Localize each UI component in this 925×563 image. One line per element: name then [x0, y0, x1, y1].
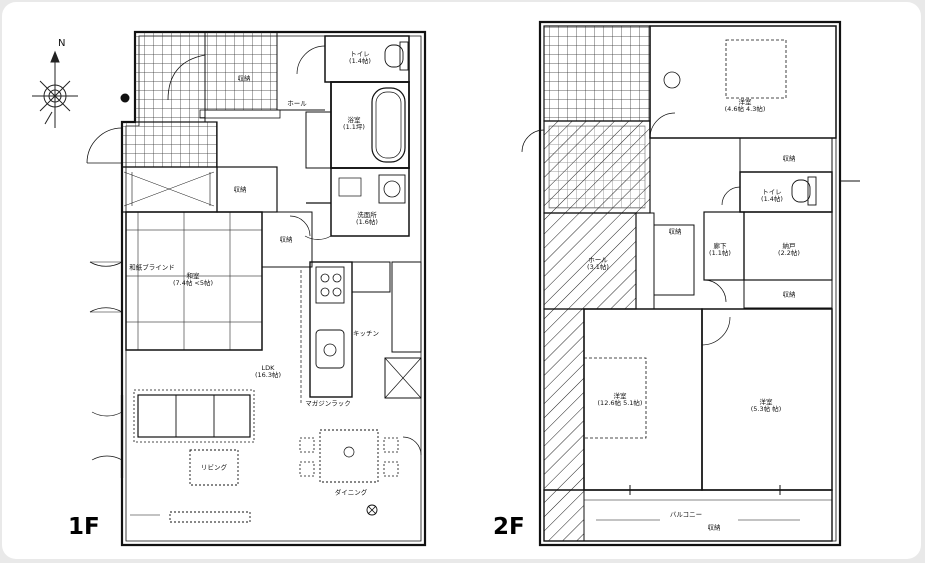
- room-label-closet2-1f: 収納: [279, 235, 293, 244]
- room-label-western3: 洋室(5.3帖 帖): [750, 398, 782, 413]
- floor-label-1f: 1F: [68, 514, 100, 540]
- room-label-washroom: 洗面所(1.6帖): [356, 211, 378, 226]
- room-label-blind: 和紙ブラインド: [129, 263, 175, 272]
- room-label-storage-room: 納戸(2.2帖): [778, 242, 800, 257]
- room-label-dining: ダイニング: [334, 488, 368, 497]
- first-floor-plan: [32, 30, 427, 547]
- room-label-kitchen: キッチン: [353, 329, 379, 338]
- room-label-closet-d: 収納: [707, 523, 721, 532]
- room-label-western2: 洋室(12.6帖 5.1帖): [597, 392, 643, 407]
- floor-label-2f: 2F: [493, 514, 525, 540]
- compass-icon: [32, 50, 78, 128]
- room-label-living: リビング: [201, 463, 227, 472]
- room-label-closet-a: 収納: [782, 154, 796, 163]
- room-label-closet-b: 収納: [668, 227, 682, 236]
- room-label-closet-c: 収納: [782, 290, 796, 299]
- room-label-japanese: 和室(7.4帖 <5帖): [172, 272, 214, 287]
- room-label-toilet-1f: トイレ(1.4帖): [349, 50, 371, 65]
- room-label-toilet-2f: トイレ(1.4帖): [761, 188, 783, 203]
- room-label-balcony: バルコニー: [669, 510, 703, 519]
- room-label-ldk: LDK(16.3帖): [254, 364, 282, 379]
- room-label-closet-1f: 収納: [233, 185, 247, 194]
- room-label-hall-1f: ホール: [287, 99, 307, 108]
- compass-north-label: N: [58, 38, 66, 49]
- room-label-western1: 洋室(4.6帖 4.3帖): [724, 98, 766, 113]
- second-floor-plan: [521, 20, 860, 547]
- room-label-magazine-rack: マガジンラック: [305, 399, 351, 408]
- room-label-hall-2f: ホール(3.1帖): [587, 256, 609, 271]
- room-label-corridor-2f: 廊下(1.1帖): [709, 242, 731, 257]
- room-label-bath: 浴室(1.1坪): [343, 116, 365, 131]
- room-label-storage-1f: 収納: [237, 74, 251, 83]
